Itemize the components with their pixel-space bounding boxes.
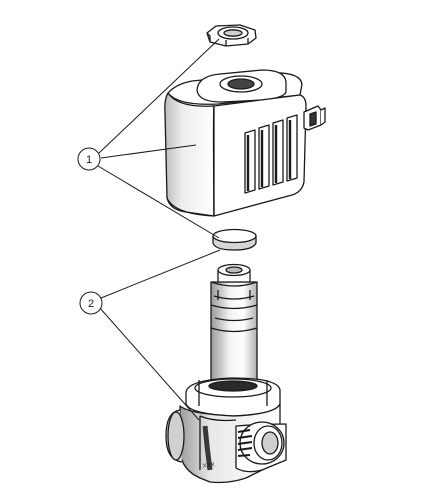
leader-1-washer	[97, 165, 220, 239]
callout-2-label: 2	[88, 298, 94, 310]
solenoid-coil	[164, 69, 326, 217]
leader-2-body	[98, 306, 200, 421]
callout-2: 2	[79, 291, 103, 315]
coil-terminal	[303, 105, 326, 131]
coil-vent-slots	[244, 114, 298, 194]
callout-1: 1	[77, 147, 101, 171]
leader-2-washer	[100, 249, 221, 299]
callout-1-label: 1	[86, 154, 92, 166]
valve-armature-tube	[210, 263, 258, 383]
leader-1-coil	[100, 144, 197, 159]
leader-lines	[97, 38, 221, 421]
valve-body	[165, 377, 287, 484]
valve-body-marking: XXX	[202, 462, 215, 470]
hex-nut	[206, 24, 257, 47]
leader-1-nut	[98, 38, 220, 154]
washer	[212, 228, 257, 251]
